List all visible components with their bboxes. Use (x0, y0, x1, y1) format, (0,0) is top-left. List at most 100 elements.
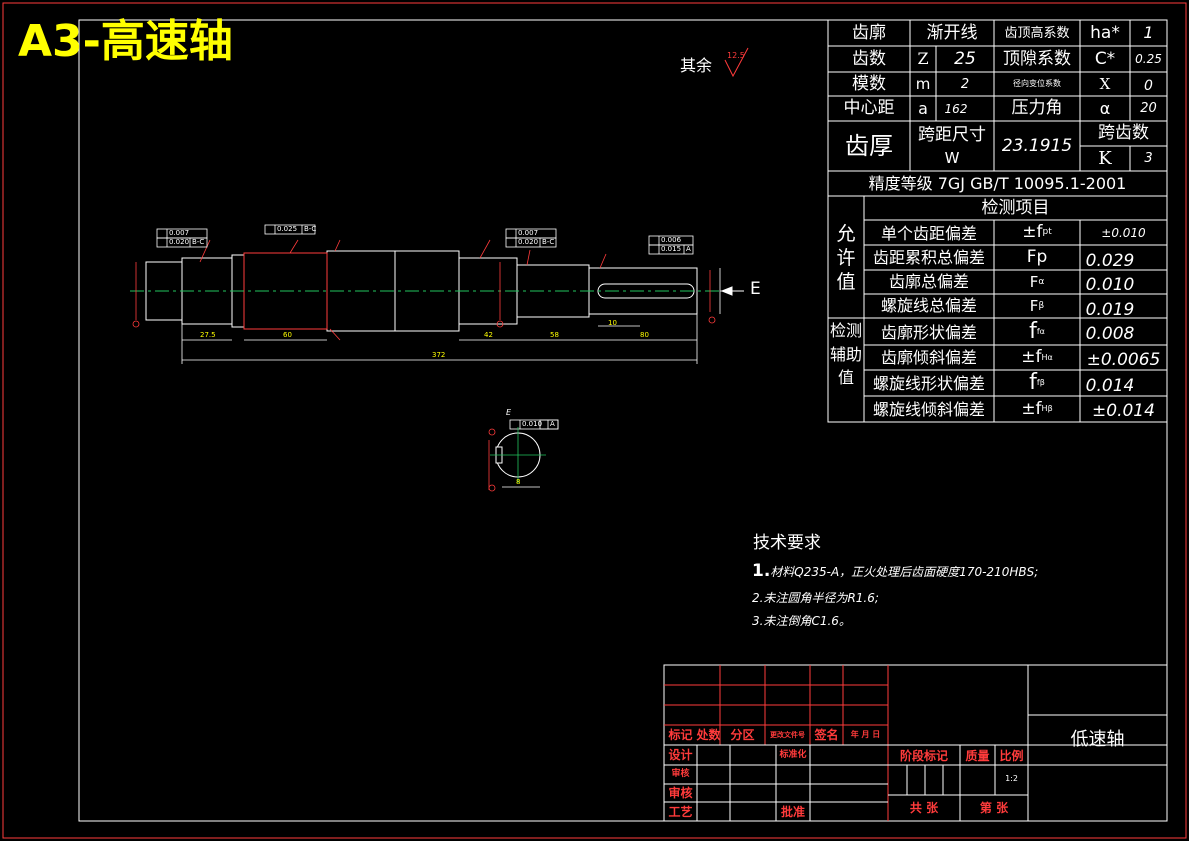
item-value: ±0.014 (1092, 401, 1155, 421)
tech-req-line-1: 1.材料Q235-A，正火处理后齿面硬度170-210HBS; (752, 563, 1038, 580)
allow-label-3: 值 (836, 270, 856, 293)
dim-1: 27.5 (200, 331, 216, 339)
param-shift-value: 0 (1144, 78, 1153, 94)
param-module-symbol: m (915, 74, 931, 93)
tb-craft: 工艺 (668, 804, 693, 819)
tb-header-sign: 签名 (814, 728, 839, 742)
tb-design: 设计 (668, 748, 693, 762)
param-pressure-value: 20 (1140, 101, 1157, 116)
tech-req-line-1-text: 材料Q235-A，正火处理后齿面硬度170-210HBS; (770, 565, 1039, 579)
surface-finish-note: 其余 (680, 56, 713, 75)
tb-review: 审核 (668, 786, 693, 800)
tol-frame-b: 0.025 (277, 225, 298, 233)
param-profile-value: 渐开线 (926, 22, 978, 43)
dim-6: 10 (608, 319, 617, 327)
param-span-label: 跨距尺寸 (918, 124, 986, 145)
param-addendum-value: 1 (1143, 23, 1154, 42)
dim-section: 8 (516, 478, 521, 486)
tol-frame-c1: 0.007 (518, 229, 539, 237)
param-clearance-label: 顶隙系数 (1003, 48, 1071, 69)
precision-grade: 精度等级 7GJ GB/T 10095.1-2001 (868, 173, 1127, 193)
item-symbol-main: ±f (1022, 222, 1043, 242)
param-pressure-symbol: α (1099, 98, 1111, 118)
datum-markers (132, 316, 716, 492)
aux-label-1: 检测 (829, 321, 862, 340)
item-symbol: Fp (994, 245, 1080, 270)
item-value: 0.029 (1085, 251, 1135, 271)
item-symbol-sub: Hα (1041, 352, 1053, 362)
tb-weight: 质量 (965, 749, 990, 763)
param-module-value: 2 (960, 76, 970, 92)
dimension-lines (181, 268, 740, 364)
dim-3: 42 (484, 331, 493, 339)
tolerance-leaders (135, 239, 711, 341)
param-center-value: 162 (944, 101, 968, 116)
item-symbol-sub: pt (1042, 227, 1052, 237)
inspection-header: 检测项目 (981, 198, 1050, 218)
tech-req-line-2: 2.未注圆角半径为R1.6; (752, 591, 879, 605)
roughness-symbol (724, 47, 749, 78)
tol-frame-a2-ref: B-C (192, 238, 205, 246)
param-span-teeth-label: 跨齿数 (1098, 123, 1149, 143)
param-shift-label: 径向变位系数 (1013, 79, 1061, 88)
param-span-symbol: W (944, 148, 960, 167)
tol-frame-a1: 0.007 (169, 229, 190, 237)
allow-label-1: 允 (836, 222, 856, 245)
item-symbol-main: F (1029, 296, 1039, 315)
item-symbol-sub: fα (1036, 326, 1045, 336)
aux-label-2: 辅助 (829, 345, 862, 364)
tol-frame-d2: 0.015 (661, 245, 682, 253)
tb-total-sheets: 共 张 (909, 801, 939, 815)
item-symbol-sub: Hβ (1041, 404, 1053, 413)
tol-frame-c2-ref: B-C (542, 238, 555, 246)
item-symbol-main: f (1029, 370, 1037, 395)
tol-frame-d1: 0.006 (661, 236, 682, 244)
item-value: ±0.010 (1101, 225, 1146, 240)
param-module-label: 模数 (852, 73, 886, 94)
param-profile-label: 齿廓 (852, 22, 886, 43)
item-symbol-main: ±f (1021, 347, 1042, 367)
dim-4: 58 (550, 331, 559, 339)
item-value: 0.014 (1085, 376, 1135, 396)
item-name: 齿廓倾斜偏差 (880, 348, 977, 367)
param-teeth-symbol: Z (917, 49, 929, 68)
tb-trace: 审核 (671, 769, 690, 779)
tol-frame-d2-ref: A (686, 245, 691, 253)
item-symbol-main: F (1029, 272, 1039, 291)
item-symbol-main: f (1029, 318, 1037, 344)
dim-5: 80 (640, 331, 649, 339)
tb-scale-value: 1:2 (1005, 774, 1018, 783)
item-value: 0.019 (1085, 299, 1135, 320)
param-teeth-value: 25 (954, 48, 976, 69)
tol-frame-b-ref: B-C (304, 225, 317, 233)
item-name: 螺旋线总偏差 (880, 296, 977, 315)
tb-sheet-number: 第 张 (979, 801, 1009, 815)
param-clearance-symbol: C* (1094, 48, 1116, 69)
item-symbol-sub: fβ (1036, 378, 1045, 387)
item-symbol-sub: α (1038, 276, 1045, 287)
param-span-value: 23.1915 (1001, 135, 1073, 156)
title-block-lines (663, 664, 1168, 822)
tb-standard: 标准化 (779, 749, 807, 760)
tol-frame-sec: 0.010 (522, 420, 543, 428)
tb-header-count: 处数 (696, 728, 721, 742)
tb-header-mark: 标记 (668, 728, 693, 742)
item-value: 0.008 (1085, 324, 1135, 344)
tb-approve: 批准 (780, 804, 805, 819)
tb-stage: 阶段标记 (899, 749, 948, 763)
view-arrow-label: E (750, 279, 761, 299)
param-thickness-label: 齿厚 (845, 132, 893, 160)
tol-frame-a2: 0.020 (169, 238, 190, 246)
param-center-symbol: a (918, 98, 928, 118)
sheet-title: A3-高速轴 (18, 16, 233, 67)
section-label: E (506, 408, 512, 417)
param-teeth-label: 齿数 (852, 48, 886, 69)
dim-total: 372 (432, 351, 446, 359)
